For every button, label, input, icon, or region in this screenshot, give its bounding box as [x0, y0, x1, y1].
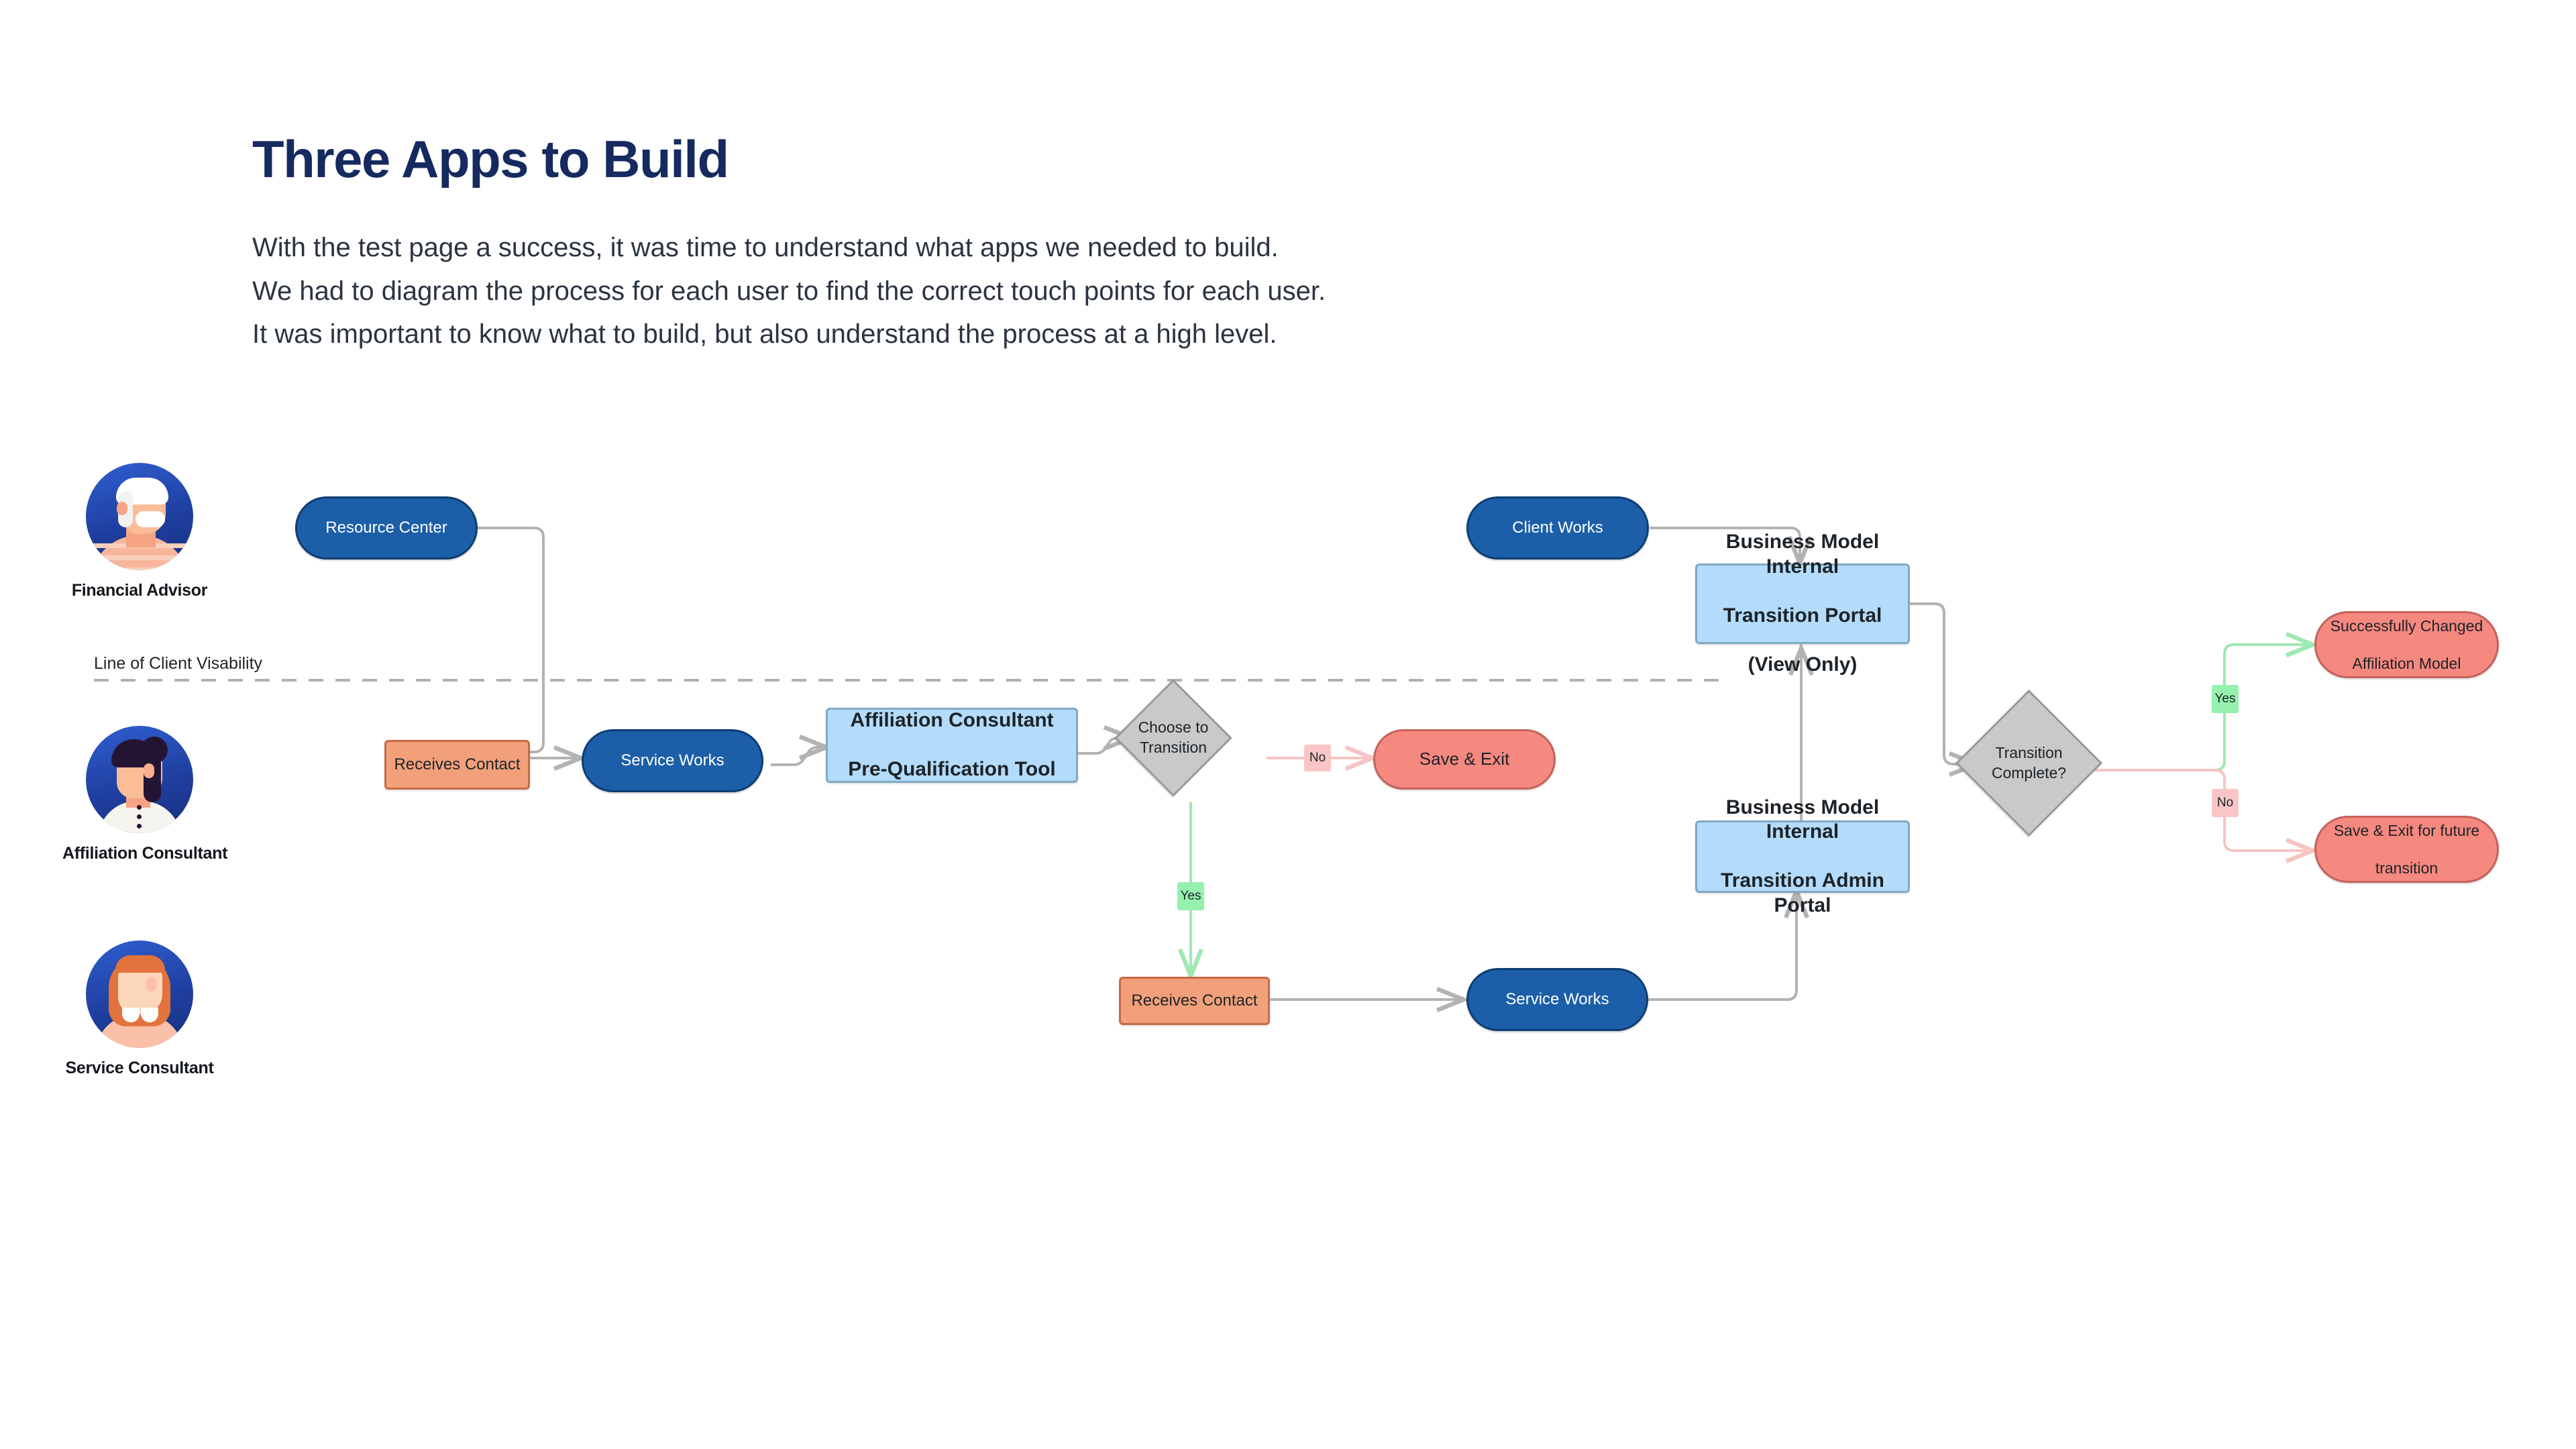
persona-name: Service Consultant [65, 1059, 214, 1077]
intro-line-2: We had to diagram the process for each u… [252, 276, 1326, 306]
node-receives-contact-2[interactable]: Receives Contact [1119, 977, 1270, 1025]
persona-financial-advisor: Financial Advisor [62, 463, 217, 600]
edge-view-portal-to-transition-complete [1909, 602, 1982, 777]
edge-service-works-to-prequal-tool [771, 735, 833, 766]
node-choose-to-transition[interactable]: Choose to Transition [1114, 679, 1232, 797]
node-transition-complete[interactable]: Transition Complete? [1955, 689, 2103, 837]
persona-name: Financial Advisor [71, 581, 208, 600]
node-transition-portal-view-only[interactable]: Business Model Internal Transition Porta… [1695, 531, 1910, 676]
node-successfully-changed-affiliation-model[interactable]: Successfully Changed Affiliation Model [2314, 611, 2499, 678]
edge-resource-center-to-receives-contact [447, 527, 545, 773]
edge-label-complete-yes: Yes [2212, 685, 2239, 713]
persona-affiliation-consultant: Affiliation Consultant [62, 726, 228, 863]
node-resource-center[interactable]: Resource Center [295, 496, 478, 559]
persona-name: Affiliation Consultant [62, 844, 228, 863]
avatar-affiliation-consultant [86, 726, 193, 833]
node-save-exit-future-transition[interactable]: Save & Exit for future transition [2314, 816, 2499, 883]
edge-label-choose-yes: Yes [1177, 882, 1204, 910]
node-prequalification-tool[interactable]: Affiliation Consultant Pre-Qualification… [826, 708, 1078, 783]
node-transition-portal-admin[interactable]: Business Model Internal Transition Admin… [1695, 796, 1910, 916]
edge-label-complete-no: No [2212, 789, 2239, 817]
node-service-works-1[interactable]: Service Works [582, 729, 763, 792]
edge-transition-complete-no-to-save-exit-future [2080, 769, 2319, 863]
node-save-and-exit[interactable]: Save & Exit [1373, 729, 1556, 790]
intro-line-1: With the test page a success, it was tim… [252, 232, 1279, 262]
intro-line-3: It was important to know what to build, … [252, 319, 1277, 350]
persona-service-consultant: Service Consultant [62, 941, 217, 1078]
node-service-works-2[interactable]: Service Works [1466, 968, 1648, 1031]
line-of-visibility-label: Line of Client Visability [94, 654, 263, 673]
edge-transition-complete-yes-to-success [2080, 632, 2319, 771]
page-title: Three Apps to Build [252, 129, 729, 189]
node-receives-contact-1[interactable]: Receives Contact [384, 740, 530, 790]
avatar-service-consultant [86, 941, 193, 1048]
edge-label-choose-no: No [1304, 745, 1331, 771]
intro-paragraph: With the test page a success, it was tim… [252, 226, 1996, 356]
page-header: Three Apps to Build With the test page a… [252, 129, 1996, 356]
node-client-works[interactable]: Client Works [1466, 496, 1649, 559]
avatar-financial-advisor [86, 463, 193, 570]
